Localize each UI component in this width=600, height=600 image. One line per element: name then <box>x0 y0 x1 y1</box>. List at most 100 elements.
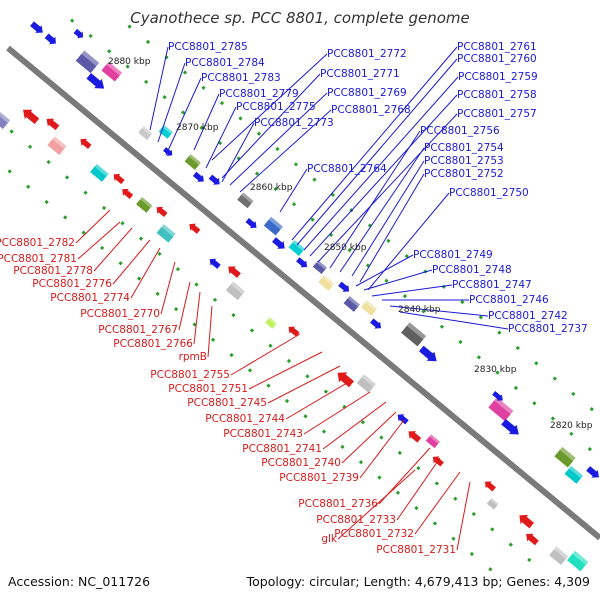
leader-line <box>93 227 133 272</box>
gene-arrow <box>432 456 444 467</box>
gene-label-forward: PCC8801_2760 <box>457 53 537 65</box>
gene-label-forward: PCC8801_2783 <box>201 72 281 84</box>
gene-label-forward: PCC8801_2759 <box>458 71 538 83</box>
gene-arrow <box>408 431 422 443</box>
kbp-marker: 2860 kbp <box>250 183 293 193</box>
gene-arrow <box>337 372 354 388</box>
gene-arrow <box>245 217 257 229</box>
gene-label-reverse: PCC8801_2767 <box>98 324 178 336</box>
kbp-marker: 2850 kbp <box>324 243 367 253</box>
leader-line <box>112 239 151 285</box>
gene-box <box>264 316 278 330</box>
gene-box <box>236 191 255 210</box>
gene-label-forward: PCC8801_2768 <box>331 104 411 116</box>
gene-arrow <box>80 138 92 149</box>
tick-mark <box>194 282 199 287</box>
tick-mark <box>157 251 162 257</box>
gene-label-reverse: rpmB <box>179 351 207 363</box>
gene-labels: PCC8801_2785PCC8801_2784PCC8801_2783PCC8… <box>0 41 588 556</box>
gene-label-reverse: PCC8801_2740 <box>261 457 341 469</box>
leader-line <box>77 221 121 260</box>
leader-line <box>399 311 509 330</box>
tick-mark <box>64 175 70 180</box>
gene-label-forward: PCC8801_2758 <box>457 89 537 101</box>
gene-box <box>100 60 123 83</box>
tick-mark <box>182 70 188 75</box>
tick-mark <box>7 169 12 174</box>
tick-mark <box>238 116 243 121</box>
gene-box <box>311 259 328 275</box>
label-leader-lines <box>75 46 509 551</box>
tick-mark <box>46 159 51 165</box>
leader-line <box>322 401 387 450</box>
kbp-marker: 2820 kbp <box>550 421 593 431</box>
tick-mark <box>402 293 408 299</box>
tick-mark <box>488 567 493 572</box>
accession-text: Accession: NC_011726 <box>8 574 151 589</box>
gene-arrow <box>526 533 539 546</box>
kbp-marker: 2870 kbp <box>176 123 219 133</box>
kbp-marker: 2880 kbp <box>108 57 151 67</box>
tick-mark <box>416 466 421 471</box>
tick-mark <box>268 343 273 348</box>
gene-label-reverse: PCC8801_2755 <box>150 369 230 381</box>
tick-mark <box>478 315 483 320</box>
tick-mark <box>434 481 439 486</box>
tick-mark <box>513 385 519 391</box>
tick-mark <box>458 339 463 345</box>
gene-label-reverse: PCC8801_2778 <box>13 265 93 277</box>
tick-mark <box>386 238 391 243</box>
gene-label-forward: PCC8801_2769 <box>327 87 407 99</box>
tick-mark <box>63 215 68 220</box>
genome-summary-text: Topology: circular; Length: 4,679,413 bp… <box>246 574 590 589</box>
tick-mark <box>107 49 112 54</box>
tick-mark <box>212 297 218 302</box>
tick-mark <box>377 475 382 480</box>
tick-mark <box>552 376 557 381</box>
leader-line <box>291 46 458 241</box>
tick-mark <box>231 312 236 318</box>
gene-box <box>155 223 177 244</box>
gene-arrow <box>397 414 409 425</box>
gene-label-forward: PCC8801_2772 <box>327 48 407 60</box>
gene-box <box>563 465 584 485</box>
tick-mark <box>397 450 402 455</box>
leader-line <box>355 254 414 287</box>
leader-line <box>456 481 471 551</box>
tick-mark <box>453 496 458 501</box>
gene-label-forward: PCC8801_2754 <box>424 142 504 154</box>
gene-label-forward: PCC8801_2784 <box>185 57 265 69</box>
tick-mark <box>312 177 317 182</box>
leader-line <box>309 94 458 257</box>
gene-box <box>566 549 590 573</box>
gene-arrow <box>208 174 220 185</box>
tick-mark <box>70 18 75 23</box>
gene-arrow <box>418 345 437 362</box>
gene-label-forward: PCC8801_2747 <box>452 279 532 291</box>
map-title: Cyanothece sp. PCC 8801, complete genome <box>130 9 470 27</box>
leader-line <box>205 106 237 169</box>
gene-arrow <box>156 206 168 218</box>
leader-line <box>367 192 450 291</box>
gene-label-reverse: PCC8801_2744 <box>205 413 285 425</box>
gene-arrow <box>44 33 56 45</box>
gene-label-reverse: PCC8801_2776 <box>32 278 112 290</box>
tick-mark <box>476 355 482 360</box>
leader-line <box>279 168 308 213</box>
gene-box <box>89 163 110 183</box>
tick-mark <box>100 245 105 251</box>
gene-arrow <box>370 318 382 329</box>
gene-box <box>548 545 570 566</box>
leader-line <box>359 173 425 283</box>
tick-mark <box>247 368 253 373</box>
tick-mark <box>9 129 14 134</box>
gene-arrow <box>23 109 40 125</box>
gene-box <box>183 153 202 171</box>
tick-mark <box>26 184 31 189</box>
gene-box <box>46 135 68 156</box>
gene-label-forward: PCC8801_2775 <box>236 101 316 113</box>
tick-mark <box>321 429 327 434</box>
tick-mark <box>347 248 352 253</box>
leader-line <box>396 457 441 521</box>
gene-label-reverse: PCC8801_2766 <box>113 338 193 350</box>
